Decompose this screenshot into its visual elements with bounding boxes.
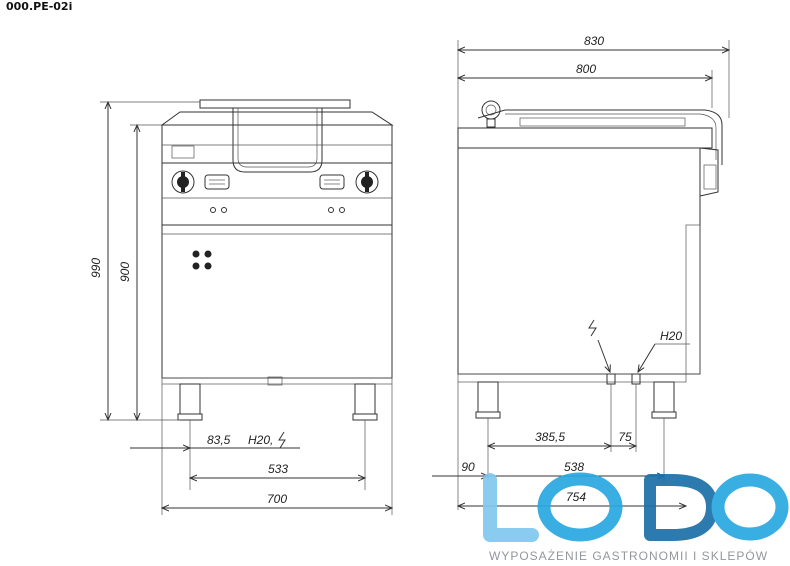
- left-knob: [171, 170, 195, 194]
- logo-tagline: WYPOSAŻENIE GASTRONOMII I SKLEPÓW: [489, 548, 768, 563]
- dim-depth-total: 830: [584, 34, 604, 48]
- pressure-gauge: [481, 100, 501, 128]
- electric-icon-side: [588, 319, 597, 337]
- dim-depth-body: 800: [576, 62, 596, 76]
- lodo-logo: WYPOSAŻENIE GASTRONOMII I SKLEPÓW: [483, 472, 789, 563]
- side-handle: [477, 109, 723, 165]
- water-connection: [631, 373, 641, 385]
- electric-connection: [606, 373, 616, 385]
- dim-water-offset: 75: [618, 430, 632, 444]
- side-view: 830 800 H20: [432, 34, 729, 510]
- side-lid: [519, 117, 686, 127]
- side-legs: [475, 381, 677, 419]
- logo-letter-o2: [711, 473, 789, 541]
- front-body: [161, 224, 393, 379]
- logo-letter-d: [644, 474, 718, 541]
- right-knob: [355, 170, 379, 194]
- dim-height-total: 990: [89, 258, 103, 278]
- dim-side-leg-spacing: 538: [564, 460, 584, 474]
- front-view: 990 900 83,5 H20, 533 700: [89, 99, 394, 515]
- dim-width: 700: [267, 492, 287, 506]
- drawing-code: 000.PE-02i: [6, 0, 73, 13]
- water-label: H20: [660, 329, 682, 343]
- dim-front-overhang: 90: [461, 460, 475, 474]
- electric-icon: [278, 431, 286, 449]
- vent-holes: [192, 250, 212, 270]
- lid: [160, 111, 394, 126]
- front-tab: [171, 145, 195, 159]
- right-indicator: [319, 174, 345, 190]
- dim-leg-spacing: 533: [268, 462, 288, 476]
- handle: [232, 108, 323, 173]
- dim-electric-offset: 385,5: [535, 430, 565, 444]
- dim-connections: H20,: [248, 433, 273, 447]
- logo-letter-l: [483, 473, 539, 542]
- logo-letter-o1: [537, 472, 623, 542]
- dim-leg-offset: 83,5: [207, 433, 231, 447]
- dim-height-body: 900: [118, 262, 132, 282]
- front-legs: [177, 383, 378, 421]
- left-indicator: [204, 174, 230, 190]
- dim-depth-with-handle: 754: [566, 490, 586, 504]
